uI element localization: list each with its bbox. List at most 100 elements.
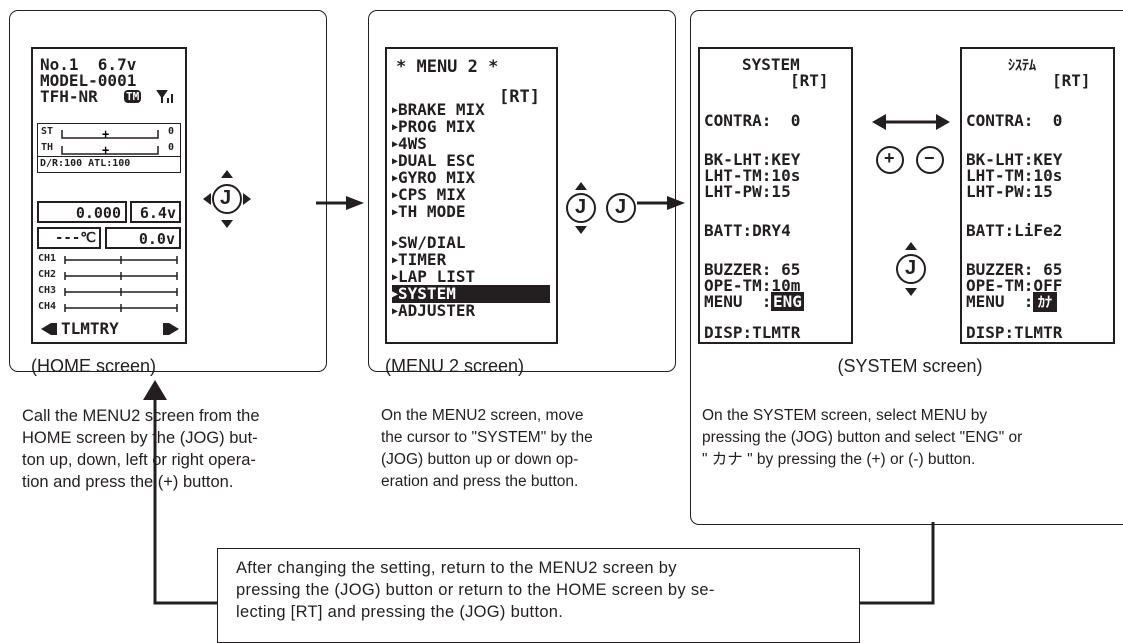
menu-item-brake-mix[interactable]: ▶BRAKE MIX: [392, 101, 485, 119]
menu-item-label: PROG MIX: [398, 117, 476, 136]
minus-label: −: [924, 148, 935, 168]
menu-item-lap-list[interactable]: ▶LAP LIST: [392, 268, 475, 286]
system-kana-lht-pw: LHT-PW:15: [966, 182, 1053, 201]
ch4-label: CH4: [38, 301, 57, 312]
jog-press-icon: [606, 193, 636, 223]
menu-item-label: LAP LIST: [398, 267, 476, 286]
menu-item-marker-icon: ▶: [392, 173, 399, 184]
menu-item-marker-icon: ▶: [392, 190, 399, 201]
system-kana-menu-label: MENU :: [966, 292, 1034, 311]
menu-item-marker-icon: ▶: [392, 289, 399, 300]
flow-arrow-2: [637, 196, 685, 210]
menu-item-label: TH MODE: [398, 202, 466, 221]
jog-label-1: J: [220, 187, 232, 209]
system-kana-buzzer: BUZZER: 65: [966, 260, 1063, 279]
menu-item-cps-mix[interactable]: ▶CPS MIX: [392, 186, 465, 204]
menu-item-label: CPS MIX: [398, 185, 466, 204]
home-line1: No.1 6.7v: [40, 55, 137, 74]
system-kana-contra: CONTRA: 0: [966, 111, 1063, 130]
tm-badge: TM: [124, 90, 142, 103]
value1: 0.000: [75, 204, 121, 222]
system-kana-batt: BATT:LiFe2: [966, 221, 1063, 240]
menu-item-sw-dial[interactable]: ▶SW/DIAL: [392, 234, 465, 252]
footer-box: [217, 548, 860, 643]
temp-box: ---℃: [37, 227, 101, 249]
menu2-lcd-screen: * MENU 2 * [RT] ▶BRAKE MIX▶PROG MIX▶4WS▶…: [385, 47, 558, 344]
menu-item-4ws[interactable]: ▶4WS: [392, 135, 427, 153]
st-label: ST: [41, 126, 54, 137]
home-caption: (HOME screen): [31, 356, 157, 376]
system-kana-lcd: ｼｽﾃﾑ [RT] CONTRA: 0 BK-LHT:KEY LHT-TM:10…: [960, 47, 1115, 344]
jog-label-2: J: [575, 196, 587, 218]
system-eng-menu-value[interactable]: ENG: [771, 292, 804, 311]
footer-description: After changing the setting, return to th…: [236, 559, 715, 621]
system-kana-rt: [RT]: [1052, 71, 1091, 90]
menu-item-gyro-mix[interactable]: ▶GYRO MIX: [392, 169, 475, 187]
menu-item-label: SW/DIAL: [398, 233, 466, 252]
st-value: 0: [168, 126, 175, 137]
system-eng-batt: BATT:DRY4: [704, 221, 791, 240]
value1-box: 0.000: [37, 201, 127, 223]
menu-item-label: ADJUSTER: [398, 301, 476, 320]
menu-item-label: DUAL ESC: [398, 151, 476, 170]
system-eng-rt: [RT]: [790, 71, 829, 90]
th-value: 0: [168, 142, 175, 153]
menu-item-label: BRAKE MIX: [398, 100, 485, 119]
plus-button-icon[interactable]: [875, 145, 905, 175]
home-lcd-screen: No.1 6.7v MODEL-0001 TFH-NR TM ST + 0 TH…: [31, 47, 187, 344]
system-description: On the SYSTEM screen, select MENU by pre…: [702, 407, 1023, 468]
menu-item-marker-icon: ▶: [392, 272, 399, 283]
ch1-label: CH1: [38, 253, 57, 264]
menu-item-marker-icon: ▶: [392, 122, 399, 133]
menu2-title: * MENU 2 *: [396, 57, 499, 77]
menu2-rt: [RT]: [499, 87, 540, 107]
menu2-caption: (MENU 2 screen): [385, 356, 525, 376]
home-line3: TFH-NR: [40, 87, 98, 106]
menu-item-th-mode[interactable]: ▶TH MODE: [392, 203, 465, 221]
menu-item-label: TIMER: [398, 250, 447, 269]
tlmtry-left-arrow-icon: [41, 323, 57, 335]
system-eng-bk-lht: BK-LHT:KEY: [704, 150, 801, 169]
system-kana-ope-tm: OPE-TM:OFF: [966, 276, 1063, 295]
system-kana-disp: DISP:TLMTR: [966, 323, 1063, 342]
svg-text:+: +: [102, 143, 109, 157]
temp: ---℃: [54, 230, 96, 246]
volt2: 6.4v: [139, 204, 176, 222]
tlmtry-right-arrow-icon: [163, 323, 179, 335]
menu-item-label: SYSTEM: [398, 284, 456, 303]
system-kana-title: ｼｽﾃﾑ: [1008, 58, 1036, 74]
st-trim-bar: +: [61, 127, 159, 141]
menu-item-dual-esc[interactable]: ▶DUAL ESC: [392, 152, 475, 170]
menu-item-timer[interactable]: ▶TIMER: [392, 251, 446, 269]
system-eng-disp: DISP:TLMTR: [704, 323, 801, 342]
jog-label-3: J: [615, 196, 627, 218]
system-eng-contra: CONTRA: 0: [704, 111, 801, 130]
home-description: Call the MENU2 screen from the HOME scre…: [22, 407, 260, 491]
minus-button-icon[interactable]: [915, 145, 945, 175]
menu-item-marker-icon: ▶: [392, 156, 399, 167]
menu-item-marker-icon: ▶: [392, 238, 399, 249]
system-eng-buzzer: BUZZER: 65: [704, 260, 801, 279]
system-kana-bk-lht: BK-LHT:KEY: [966, 150, 1063, 169]
tlmtry-label: TLMTRY: [61, 319, 119, 338]
jog-updown-icon-2: [896, 242, 926, 296]
menu-item-system[interactable]: ▶SYSTEM: [392, 285, 550, 303]
svg-text:+: +: [102, 127, 109, 141]
th-label: TH: [41, 142, 54, 153]
volt3-box: 0.0v: [105, 227, 181, 249]
ch3-label: CH3: [38, 285, 57, 296]
flow-arrow-1: [316, 196, 364, 210]
th-trim-bar: +: [61, 143, 159, 157]
trim-box: ST + 0 TH + 0 D/R:100 ATL:100: [37, 123, 181, 173]
system-caption: (SYSTEM screen): [837, 356, 983, 376]
volt2-box: 6.4v: [130, 201, 181, 223]
menu-item-adjuster[interactable]: ▶ADJUSTER: [392, 302, 475, 320]
dr-atl-line: D/R:100 ATL:100: [40, 158, 131, 169]
menu-item-prog-mix[interactable]: ▶PROG MIX: [392, 118, 475, 136]
system-kana-lht-tm: LHT-TM:10s: [966, 166, 1063, 185]
system-eng-menu-label: MENU :: [704, 292, 772, 311]
system-eng-ope-tm: OPE-TM:10m: [704, 276, 801, 295]
system-kana-menu-value[interactable]: ｶﾅ: [1033, 292, 1057, 312]
jog-updown-icon: [566, 182, 596, 234]
